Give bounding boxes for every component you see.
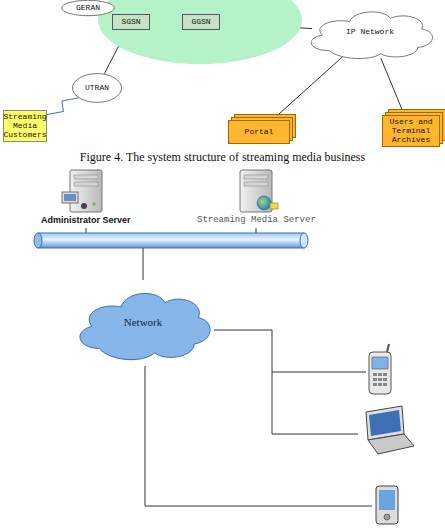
node-text: Portal — [245, 128, 274, 137]
laptop-icon — [366, 406, 414, 454]
node-text: UTRAN — [85, 84, 109, 93]
ip-network-cloud: IP Network — [302, 1, 438, 63]
customer-box: Streaming Media Customers — [3, 110, 47, 142]
node-text: GGSN — [191, 18, 210, 27]
connector-line — [272, 56, 343, 120]
device-wire — [145, 366, 372, 506]
server-label: Streaming Media Server — [195, 215, 318, 227]
streaming-server-icon — [240, 170, 278, 212]
node-text: SGSN — [121, 18, 140, 27]
server-label: Administrator Server — [39, 215, 133, 227]
network-cloud: Network — [70, 278, 216, 366]
connector-line — [381, 58, 404, 115]
mobile-phone-icon — [369, 344, 391, 394]
bus-drop-line — [143, 248, 144, 280]
node-text: GERAN — [76, 4, 100, 13]
administrator-server-icon — [62, 170, 102, 212]
node-text: Network — [124, 316, 163, 328]
node-text: Users and Terminal Archives — [386, 118, 436, 144]
pda-icon — [376, 486, 398, 524]
server-stack-box: Portal — [228, 120, 290, 144]
server-stack-box: Users and Terminal Archives — [382, 115, 440, 147]
figure-caption: Figure 4. The system structure of stream… — [0, 150, 445, 165]
core-node-box: GGSN — [182, 14, 220, 30]
server-drop-line — [256, 228, 257, 233]
device-wire — [214, 330, 366, 372]
device-wire — [272, 372, 358, 434]
node-text: Streaming Media Customers — [3, 113, 46, 139]
radio-access-ellipse: UTRAN — [72, 73, 122, 103]
server-drop-line — [86, 228, 87, 233]
core-network-region — [98, 0, 302, 64]
network-bus — [34, 233, 308, 248]
node-text: Administrator Server — [41, 216, 131, 226]
node-text: IP Network — [346, 28, 394, 37]
radio-access-ellipse: GERAN — [61, 0, 115, 16]
wireless-link — [47, 98, 78, 115]
node-text: Streaming Media Server — [197, 216, 316, 226]
core-node-box: SGSN — [112, 14, 150, 30]
